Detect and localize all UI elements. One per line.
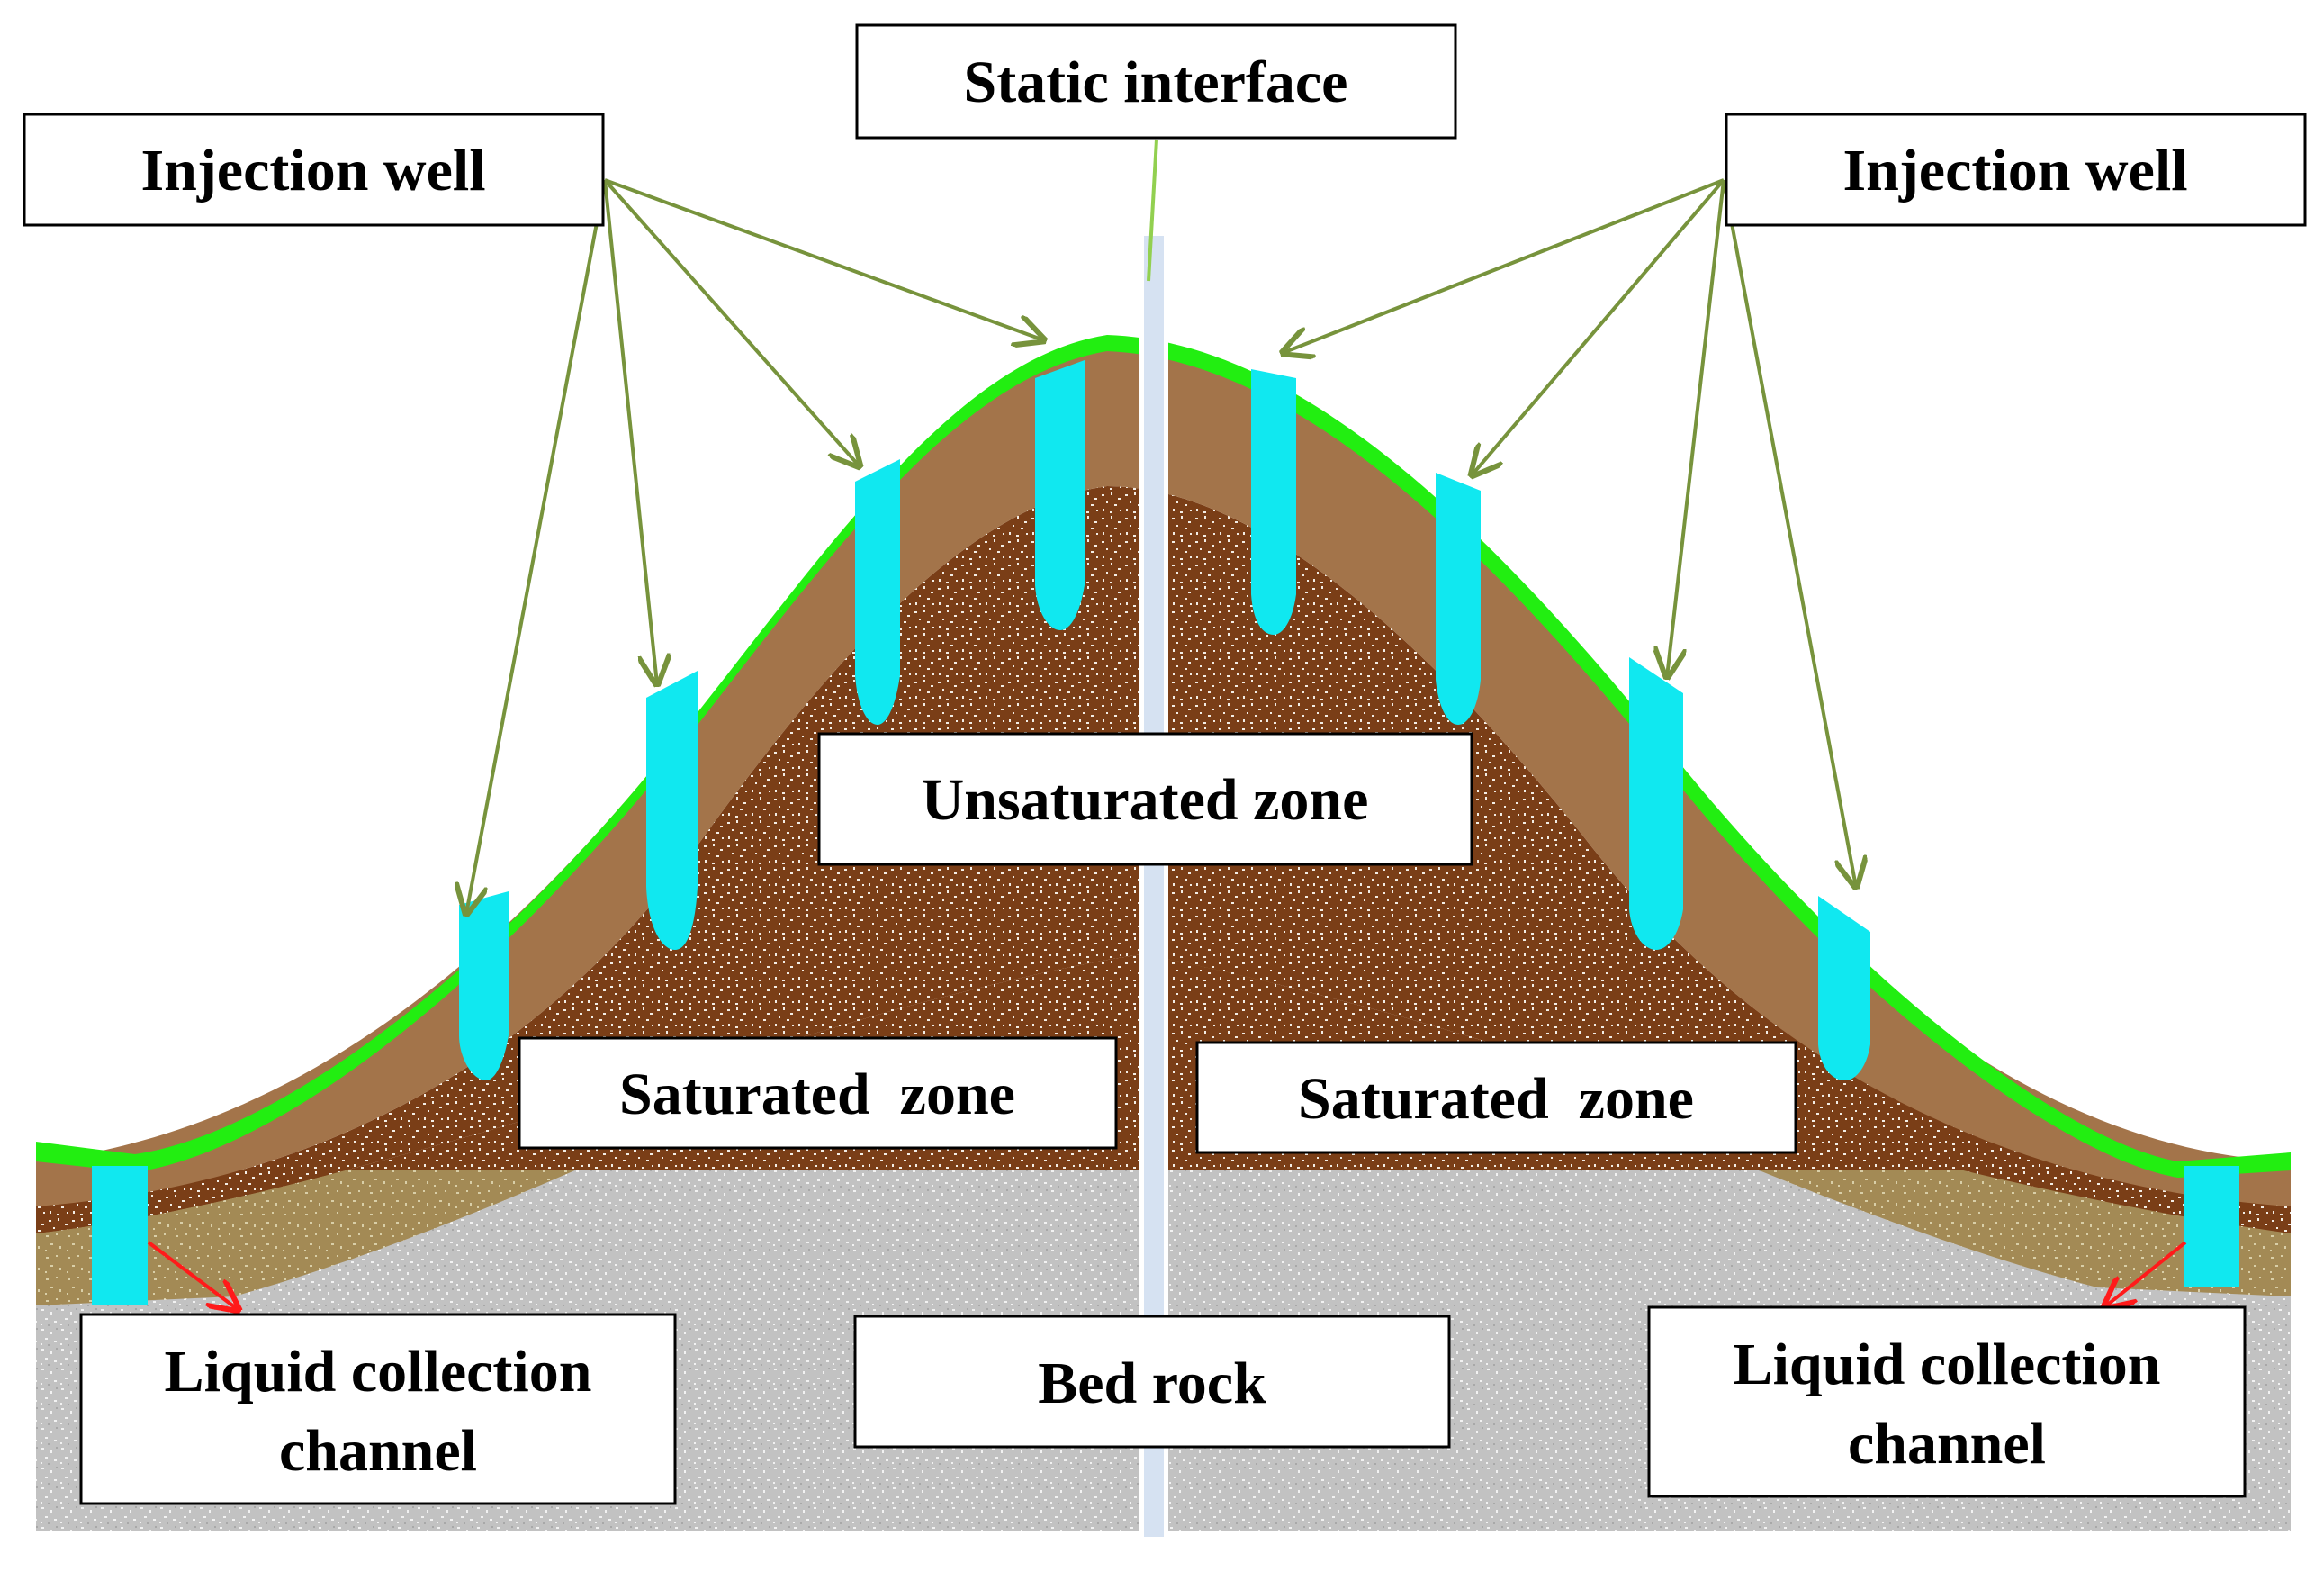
injection-well-7 xyxy=(1629,657,1683,950)
svg-text:Liquid collection: Liquid collection xyxy=(1734,1332,2161,1397)
injection-well-8 xyxy=(1818,896,1870,1080)
svg-text:Saturated zone: Saturated zone xyxy=(1298,1066,1694,1132)
svg-text:channel: channel xyxy=(1848,1411,2046,1477)
injection-wells xyxy=(92,360,2239,1305)
svg-text:Saturated zone: Saturated zone xyxy=(619,1062,1015,1127)
injection-well-6 xyxy=(1436,473,1481,725)
svg-text:Injection well: Injection well xyxy=(140,138,485,203)
static-interface-pointer xyxy=(1147,139,1158,282)
svg-text:Injection well: Injection well xyxy=(1842,138,2187,203)
unsaturated-zone-label: Unsaturated zone xyxy=(817,732,1473,866)
bed-rock-label: Bed rock xyxy=(853,1315,1451,1449)
injection-well-2 xyxy=(646,671,698,950)
svg-text:Liquid collection: Liquid collection xyxy=(165,1339,592,1405)
static-interface-label: Static interface xyxy=(855,23,1457,140)
liquid-collection-label-left: Liquid collection channel xyxy=(79,1313,677,1505)
injection-well-label-right: Injection well xyxy=(1725,113,2307,227)
svg-text:Static interface: Static interface xyxy=(964,50,1348,115)
injection-well-5 xyxy=(1251,369,1296,635)
injection-well-arrows xyxy=(466,178,1856,914)
injection-well-label-left: Injection well xyxy=(23,113,605,227)
saturated-zone-label-left: Saturated zone xyxy=(518,1036,1118,1150)
injection-well-4 xyxy=(1035,360,1085,630)
svg-text:Bed rock: Bed rock xyxy=(1038,1351,1266,1416)
svg-text:channel: channel xyxy=(279,1418,477,1484)
static-interface-line xyxy=(1144,236,1164,1537)
collection-arrows xyxy=(147,1241,2187,1310)
svg-text:Unsaturated zone: Unsaturated zone xyxy=(922,767,1369,833)
collection-well-left xyxy=(92,1166,148,1305)
injection-well-3 xyxy=(855,459,900,725)
collection-well-right xyxy=(2184,1166,2239,1287)
liquid-collection-label-right: Liquid collection channel xyxy=(1647,1305,2247,1498)
injection-well-1 xyxy=(459,891,509,1080)
saturated-zone-label-right: Saturated zone xyxy=(1195,1041,1797,1154)
